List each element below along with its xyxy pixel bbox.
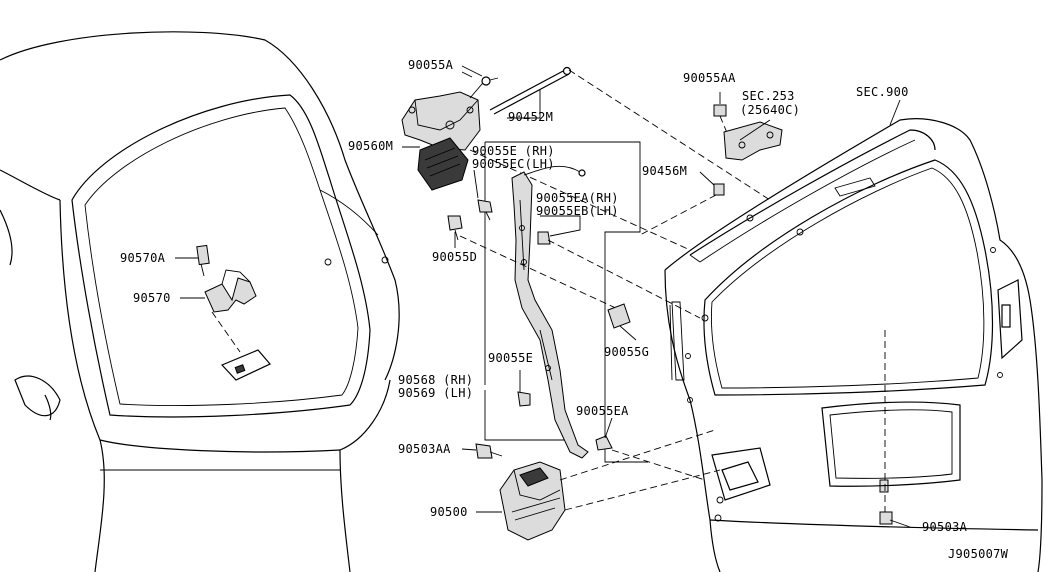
label-90055D: 90055D [432, 250, 477, 264]
label-90055EA: 90055EA [576, 404, 629, 418]
part-labels: 90055A 90452M 90560M 90055AA SEC.253 (25… [120, 58, 1009, 561]
lock-actuator-90500 [475, 429, 721, 541]
label-90570A: 90570A [120, 251, 166, 265]
cable-90568 [511, 165, 589, 459]
label-90500: 90500 [430, 505, 468, 519]
fasteners [447, 104, 893, 525]
label-90055EB-lh: 90055EB(LH) [536, 204, 619, 218]
label-sec253: SEC.253 [742, 89, 795, 103]
label-90055AA: 90055AA [683, 71, 736, 85]
label-90055E-rh: 90055E (RH) [472, 144, 555, 158]
striker-bracket-90570 [196, 244, 271, 381]
label-90560M: 90560M [348, 139, 393, 153]
back-door-sec900 [664, 118, 1043, 572]
label-90452M: 90452M [508, 110, 553, 124]
label-90570: 90570 [133, 291, 171, 305]
label-90503AA: 90503AA [398, 442, 451, 456]
label-90055E: 90055E [488, 351, 533, 365]
diagram-id: J905007W [948, 547, 1009, 561]
label-90055A: 90055A [408, 58, 454, 72]
label-25640C: (25640C) [740, 103, 800, 117]
bracket-sec253 [723, 121, 783, 161]
label-90055EA-rh: 90055EA(RH) [536, 191, 619, 205]
vehicle-body-rear [0, 31, 400, 572]
cable-group-box [484, 141, 648, 463]
leader-lines [175, 65, 911, 528]
label-sec900: SEC.900 [856, 85, 909, 99]
label-90569-lh: 90569 (LH) [398, 386, 473, 400]
label-90503A: 90503A [922, 520, 968, 534]
label-90456M: 90456M [642, 164, 687, 178]
label-90055G: 90055G [604, 345, 649, 359]
label-90568-rh: 90568 (RH) [398, 373, 473, 387]
label-90055EC-lh: 90055EC(LH) [472, 157, 555, 171]
motor-assembly-90560M [401, 66, 771, 251]
